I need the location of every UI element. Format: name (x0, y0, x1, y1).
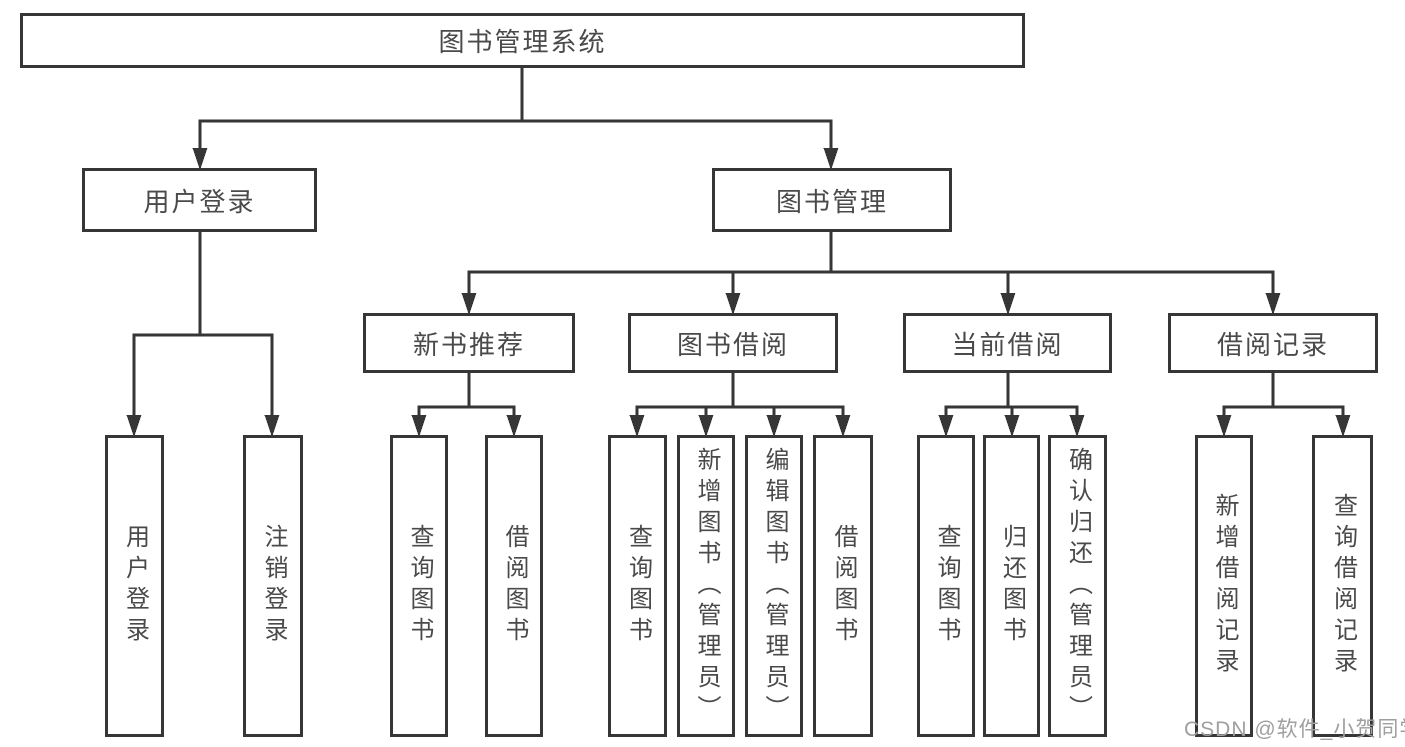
connector-new-book-to-children (411, 371, 522, 437)
node-system-root-label: 图书管理系统 (438, 27, 607, 57)
node-newbook-query-books: 查询图书 (390, 435, 448, 737)
node-add-books-admin-label: 新增图书（管理员） (693, 446, 720, 726)
connector-current-borrow-to-children (938, 371, 1085, 437)
node-current-query-books-label: 查询图书 (933, 524, 960, 648)
connector-root-to-level2 (192, 66, 839, 170)
connector-borrow-record-to-children (1216, 371, 1351, 437)
connector-book-mgmt-to-level3 (461, 230, 1281, 315)
node-borrowing-records: 借阅记录 (1168, 313, 1378, 373)
csdn-watermark: CSDN @软件_小贺同学 (1184, 718, 1405, 741)
node-borrowing-query-books-label: 查询图书 (624, 524, 652, 648)
node-new-book-recommend: 新书推荐 (363, 313, 575, 373)
node-borrowing-query-books: 查询图书 (608, 435, 667, 737)
node-borrowing-borrow-books: 借阅图书 (813, 435, 873, 737)
node-current-borrowing-label: 当前借阅 (951, 329, 1064, 360)
node-book-management: 图书管理 (712, 168, 952, 232)
node-newbook-borrow-books: 借阅图书 (485, 435, 543, 737)
node-user-login: 用户登录 (105, 435, 164, 737)
node-logout-label: 注销登录 (260, 524, 287, 648)
node-book-borrowing-label: 图书借阅 (676, 329, 789, 360)
node-borrowing-records-label: 借阅记录 (1216, 329, 1329, 360)
node-book-borrowing: 图书借阅 (628, 313, 838, 373)
node-confirm-return-admin: 确认归还（管理员） (1048, 435, 1107, 737)
node-user-login-label: 用户登录 (121, 524, 149, 648)
node-user-login-group-label: 用户登录 (143, 186, 256, 217)
node-edit-books-admin: 编辑图书（管理员） (745, 435, 803, 737)
node-newbook-borrow-books-label: 借阅图书 (501, 524, 528, 648)
node-add-borrow-record-label: 新增借阅记录 (1211, 493, 1238, 679)
node-query-borrow-record: 查询借阅记录 (1312, 435, 1373, 737)
node-system-root: 图书管理系统 (20, 13, 1025, 68)
node-user-login-group: 用户登录 (82, 168, 317, 232)
node-new-book-recommend-label: 新书推荐 (412, 329, 525, 360)
node-borrowing-borrow-books-label: 借阅图书 (830, 524, 857, 648)
node-add-books-admin: 新增图书（管理员） (677, 435, 735, 737)
node-logout: 注销登录 (243, 435, 303, 737)
connector-book-borrow-to-children (629, 371, 851, 437)
node-book-management-label: 图书管理 (775, 186, 888, 217)
node-confirm-return-admin-label: 确认归还（管理员） (1064, 446, 1092, 726)
node-add-borrow-record: 新增借阅记录 (1195, 435, 1253, 737)
node-query-borrow-record-label: 查询借阅记录 (1329, 493, 1357, 679)
node-current-query-books: 查询图书 (917, 435, 975, 737)
node-newbook-query-books-label: 查询图书 (406, 524, 433, 648)
node-return-books-label: 归还图书 (998, 524, 1026, 648)
node-edit-books-admin-label: 编辑图书（管理员） (761, 446, 788, 726)
node-current-borrowing: 当前借阅 (903, 313, 1112, 373)
node-return-books: 归还图书 (983, 435, 1040, 737)
connector-user-login-to-children (126, 230, 280, 437)
